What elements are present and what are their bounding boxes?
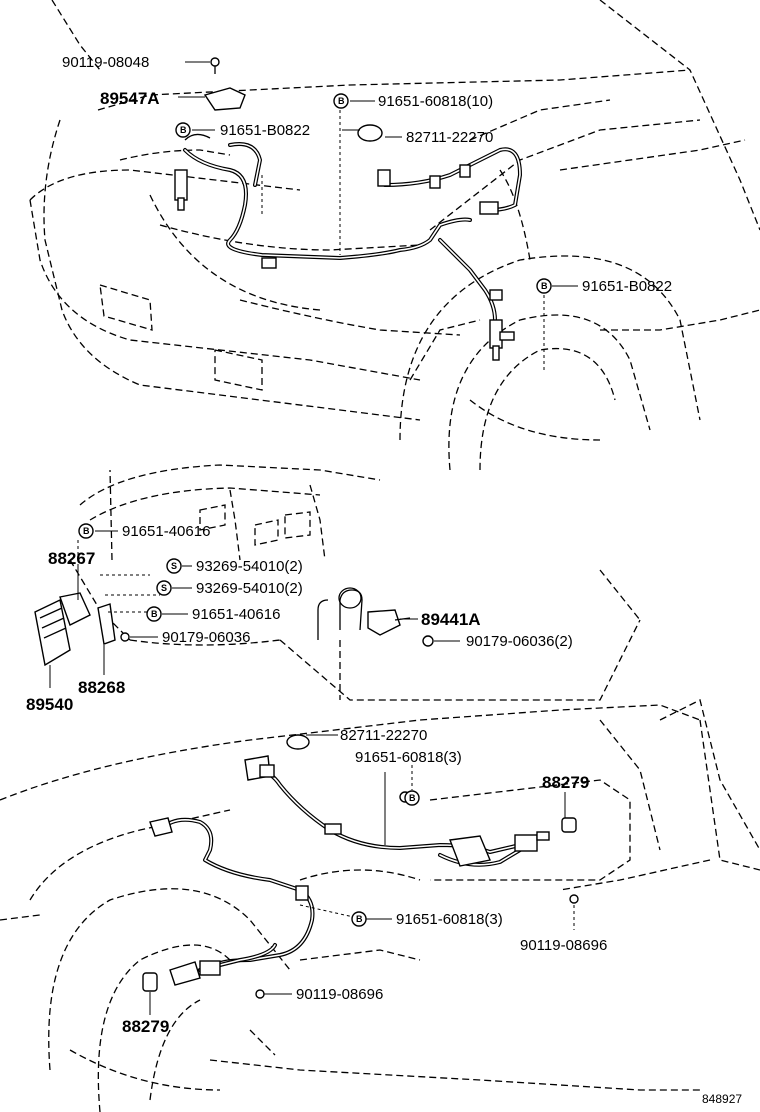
svg-text:B: B <box>180 125 187 135</box>
bolt-badge-icon <box>536 278 552 294</box>
nut-icon <box>422 635 434 647</box>
callout-89540: 89540 <box>26 695 73 714</box>
bolt-badge-icon <box>78 523 94 539</box>
front-wire-harness <box>174 57 522 361</box>
callout-93269-54010-a: S 93269-54010(2) <box>166 558 303 575</box>
callout-91651-60818-3-upper: 91651-60818(3) B <box>355 749 462 806</box>
svg-text:B: B <box>541 281 548 291</box>
callout-89441A: 89441A <box>421 610 481 629</box>
bolt-icon <box>120 632 130 642</box>
bolt-badge-icon <box>146 606 162 622</box>
svg-text:91651-60818(3): 91651-60818(3) <box>355 749 462 766</box>
svg-text:B: B <box>83 526 90 536</box>
svg-text:B: B <box>338 96 345 106</box>
bolt-icon <box>255 989 265 999</box>
callout-82711-22270-front: 82711-22270 <box>406 129 493 146</box>
svg-text:B: B <box>356 914 363 924</box>
callout-90119-08696-right: 90119-08696 <box>520 937 607 954</box>
screw-badge-icon <box>166 558 182 574</box>
rear-leaders <box>149 734 575 1015</box>
bolt-icon <box>569 894 579 904</box>
callout-89547A: 89547A <box>100 89 160 108</box>
svg-text:91651-60818(10): 91651-60818(10) <box>378 93 493 110</box>
bracket-88268 <box>97 603 116 645</box>
callout-90119-08048: 90119-08048 <box>62 54 149 71</box>
callout-88279-left: 88279 <box>122 1017 169 1036</box>
svg-text:91651-40616: 91651-40616 <box>192 606 280 623</box>
rear-vehicle-outline <box>0 699 760 1112</box>
callout-93269-54010-b: S 93269-54010(2) <box>156 580 303 597</box>
bolt-badge-icon <box>175 122 191 138</box>
front-left-speed-sensor <box>174 169 188 201</box>
svg-text:B: B <box>151 609 158 619</box>
front-vehicle-outline <box>29 0 760 471</box>
bolt-badge-icon <box>333 93 349 109</box>
clamp-icon <box>286 734 310 750</box>
svg-text:S: S <box>161 583 167 593</box>
callout-91651-40616-lower: B 91651-40616 <box>146 606 280 623</box>
interior-leaders <box>49 530 460 688</box>
callout-91651-60818-3-lower: B 91651-60818(3) <box>351 911 503 928</box>
front-leaders <box>178 61 578 370</box>
reference-number: 848927 <box>702 1092 742 1106</box>
callout-88279-right: 88279 <box>542 773 589 792</box>
bolt-badge-icon <box>351 911 367 927</box>
callout-labels: 90119-08048 89547A B 91651-60818(10) B 9… <box>26 54 742 1106</box>
speed-sensor-rotor-88279-left <box>142 972 158 992</box>
callout-82711-22270-rear: 82711-22270 <box>340 727 427 744</box>
callout-91651-B0822-left: B 91651-B0822 <box>175 122 310 139</box>
clamp-icon <box>357 124 383 142</box>
svg-text:B: B <box>409 793 416 803</box>
svg-text:93269-54010(2): 93269-54010(2) <box>196 580 303 597</box>
interior-outline <box>69 464 641 701</box>
bracket-88267 <box>59 592 91 626</box>
ecu-assembly <box>34 592 434 667</box>
svg-text:91651-60818(3): 91651-60818(3) <box>396 911 503 928</box>
callout-90119-08696-left: 90119-08696 <box>296 986 383 1003</box>
callout-90179-06036: 90179-06036 <box>162 629 250 646</box>
svg-text:91651-B0822: 91651-B0822 <box>582 278 672 295</box>
bolt-badge-icon <box>404 790 420 806</box>
callout-91651-60818-10: B 91651-60818(10) <box>333 93 493 110</box>
rear-wire-harness <box>142 734 579 999</box>
callout-91651-40616-upper: B 91651-40616 <box>78 523 210 540</box>
screw-badge-icon <box>156 580 172 596</box>
callout-90179-06036-2: 90179-06036(2) <box>466 633 573 650</box>
svg-text:93269-54010(2): 93269-54010(2) <box>196 558 303 575</box>
svg-text:91651-B0822: 91651-B0822 <box>220 122 310 139</box>
speed-sensor-rotor-88279-right <box>561 817 577 833</box>
callout-88267: 88267 <box>48 549 95 568</box>
bolt-icon <box>210 57 220 67</box>
deceleration-sensor <box>367 609 401 636</box>
callout-88268: 88268 <box>78 678 125 697</box>
svg-text:S: S <box>171 561 177 571</box>
callout-91651-B0822-right: B 91651-B0822 <box>536 278 672 295</box>
svg-text:91651-40616: 91651-40616 <box>122 523 210 540</box>
height-control-sensor <box>203 87 246 111</box>
